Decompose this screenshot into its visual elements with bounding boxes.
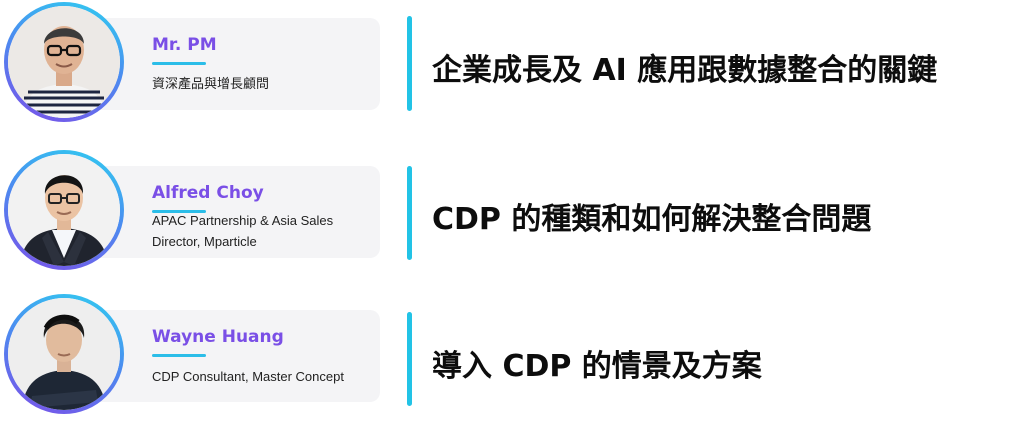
speaker-name: Mr. PM (152, 35, 217, 55)
person-photo-icon (8, 154, 120, 266)
speaker-row-3: Wayne Huang CDP Consultant, Master Conce… (0, 292, 1024, 422)
topic-divider (407, 16, 412, 111)
speaker-role: CDP Consultant, Master Concept (152, 369, 344, 384)
speaker-row-1: Mr. PM 資深產品與增長顧問 企業成長及 AI 應用跟數據整合的關鍵 (0, 0, 1024, 130)
speaker-name: Wayne Huang (152, 327, 284, 347)
speaker-row-2: Alfred Choy APAC Partnership & Asia Sale… (0, 148, 1024, 278)
speaker-avatar (4, 150, 124, 270)
name-underline (152, 354, 206, 357)
speaker-role-line-1: APAC Partnership & Asia Sales (152, 213, 334, 228)
talk-topic: CDP 的種類和如何解決整合問題 (432, 202, 872, 237)
speaker-role-line-2: Director, Mparticle (152, 234, 257, 249)
speaker-name: Alfred Choy (152, 183, 264, 203)
speaker-role: 資深產品與增長顧問 (152, 76, 270, 91)
name-underline (152, 62, 206, 65)
talk-topic: 企業成長及 AI 應用跟數據整合的關鍵 (432, 53, 938, 88)
topic-divider (407, 166, 412, 260)
speaker-avatar (4, 2, 124, 122)
speaker-avatar (4, 294, 124, 414)
person-photo-icon (8, 298, 120, 410)
person-photo-icon (8, 6, 120, 118)
talk-topic: 導入 CDP 的情景及方案 (432, 349, 762, 384)
name-underline (152, 210, 206, 213)
topic-divider (407, 312, 412, 406)
